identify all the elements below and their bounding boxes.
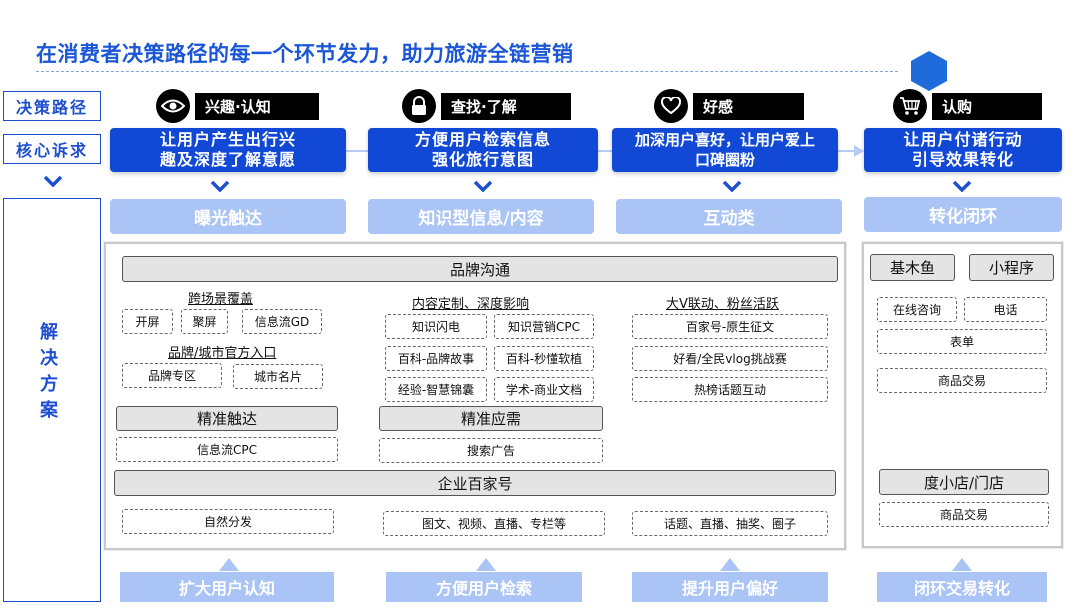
arrow-up-icon (219, 558, 239, 571)
precise-demand-bar: 精准应需 (379, 406, 603, 431)
demand-box-interest: 让用户产生出行兴趣及深度了解意愿 (110, 128, 346, 172)
page-title: 在消费者决策路径的每一个环节发力，助力旅游全链营销 (36, 42, 574, 66)
item-phone: 电话 (964, 297, 1047, 322)
item-engagement-formats: 话题、直播、抽奖、圈子 (632, 511, 828, 536)
lock-icon (402, 89, 436, 123)
bottom-preference: 提升用户偏好 (632, 572, 828, 602)
store-bar: 度小店/门店 (879, 469, 1049, 495)
enterprise-baijia-bar: 企业百家号 (114, 470, 836, 496)
bottom-conversion: 闭环交易转化 (877, 572, 1047, 602)
arrow-right-icon (854, 145, 864, 157)
stage-label-interest: 兴趣·认知 (195, 93, 319, 120)
item-feed-cpc: 信息流CPC (116, 437, 338, 462)
demand-box-search: 方便用户检索信息强化旅行意图 (368, 128, 598, 172)
arrow-up-icon (476, 558, 496, 571)
heart-icon (654, 89, 688, 123)
item-baijia-essay: 百家号-原生征文 (632, 314, 828, 339)
arrow-up-icon (720, 558, 740, 571)
item-online-consult: 在线咨询 (877, 297, 957, 322)
item-product-trade: 商品交易 (877, 368, 1047, 393)
item-screen: 聚屏 (181, 309, 228, 334)
category-knowledge: 知识型信息/内容 (368, 199, 594, 234)
category-interaction: 互动类 (616, 199, 842, 234)
category-exposure: 曝光触达 (110, 199, 346, 234)
item-feed-gd: 信息流GD (242, 309, 322, 334)
arrow-up-icon (952, 558, 972, 571)
stage-label-purchase: 认购 (932, 93, 1042, 120)
item-city-card: 城市名片 (233, 364, 323, 389)
decision-path-label: 决策路径 (3, 91, 101, 121)
demand-box-favor: 加深用户喜好，让用户爱上口碑圈粉 (612, 128, 838, 172)
content-custom-title: 内容定制、深度影响 (412, 297, 530, 312)
item-knowledge-cpc: 知识营销CPC (494, 314, 594, 339)
hexagon-icon (911, 51, 947, 91)
item-vlog-challenge: 好看/全民vlog挑战赛 (632, 346, 828, 371)
cart-icon (893, 89, 927, 123)
category-conversion: 转化闭环 (864, 197, 1062, 232)
item-experience-tips: 经验-智慧锦囊 (385, 377, 487, 402)
demand-box-purchase: 让用户付诸行动引导效果转化 (864, 128, 1062, 172)
item-natural-distribution: 自然分发 (122, 509, 334, 534)
chevron-down-icon (952, 180, 972, 192)
brand-communication-bar: 品牌沟通 (122, 256, 838, 282)
chevron-down-icon (473, 180, 493, 192)
item-knowledge-flash: 知识闪电 (385, 314, 487, 339)
chevron-down-icon (210, 180, 230, 192)
item-store-trade: 商品交易 (879, 502, 1049, 527)
scene-coverage-title: 跨场景覆盖 (188, 292, 254, 307)
solution-label: 解 决 方 案 (40, 322, 58, 421)
connector-line (346, 150, 368, 152)
title-divider (36, 71, 898, 72)
item-academic-docs: 学术-商业文档 (494, 377, 594, 402)
eye-icon (156, 89, 190, 123)
item-hot-topic: 热榜话题互动 (632, 377, 828, 402)
item-splash: 开屏 (122, 309, 173, 334)
item-content-formats: 图文、视频、直播、专栏等 (383, 511, 605, 536)
item-search-ads: 搜索广告 (379, 438, 603, 463)
bottom-awareness: 扩大用户认知 (120, 572, 334, 602)
kol-title: 大V联动、粉丝活跃 (666, 297, 779, 312)
item-baike-implant: 百科-秒懂软植 (494, 346, 594, 371)
item-baike-brand-story: 百科-品牌故事 (385, 346, 487, 371)
core-demand-label: 核心诉求 (3, 134, 101, 164)
tab-mini-program: 小程序 (969, 254, 1054, 281)
stage-label-search: 查找·了解 (441, 93, 571, 120)
chevron-down-icon (722, 180, 742, 192)
connector-line (598, 150, 612, 152)
bottom-search: 方便用户检索 (386, 572, 582, 602)
connector-line (838, 150, 858, 152)
item-form: 表单 (877, 329, 1047, 354)
stage-label-favor: 好感 (693, 93, 804, 120)
item-brand-zone: 品牌专区 (122, 363, 222, 388)
precise-reach-bar: 精准触达 (116, 406, 338, 431)
chevron-down-icon (43, 175, 63, 187)
official-entry-title: 品牌/城市官方入口 (168, 346, 277, 361)
conversion-panel (862, 242, 1063, 548)
tab-jimuyu: 基木鱼 (870, 254, 955, 281)
solution-side-box (3, 198, 101, 602)
